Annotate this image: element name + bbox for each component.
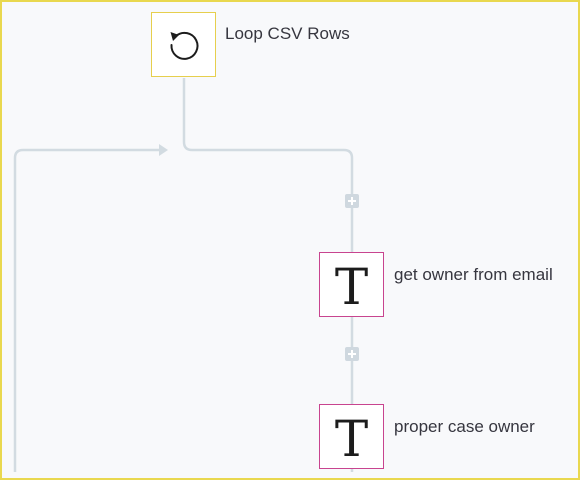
add-step-button[interactable] [345,347,359,361]
get-owner-from-email-label: get owner from email [394,265,553,284]
loop-csv-rows-label: Loop CSV Rows [225,24,350,43]
loop-back-connector [13,148,160,472]
loop-csv-rows-step[interactable] [151,12,216,77]
loop-icon [169,31,198,60]
add-step-button[interactable] [345,194,359,208]
loop-back-arrow-icon [159,144,168,156]
proper-case-owner-step[interactable]: T [319,404,384,469]
loop-output-connector [182,78,354,472]
text-formatter-icon: T [334,409,369,468]
get-owner-from-email-step[interactable]: T [319,252,384,317]
proper-case-owner-label: proper case owner [394,417,535,436]
text-formatter-icon: T [334,257,369,316]
